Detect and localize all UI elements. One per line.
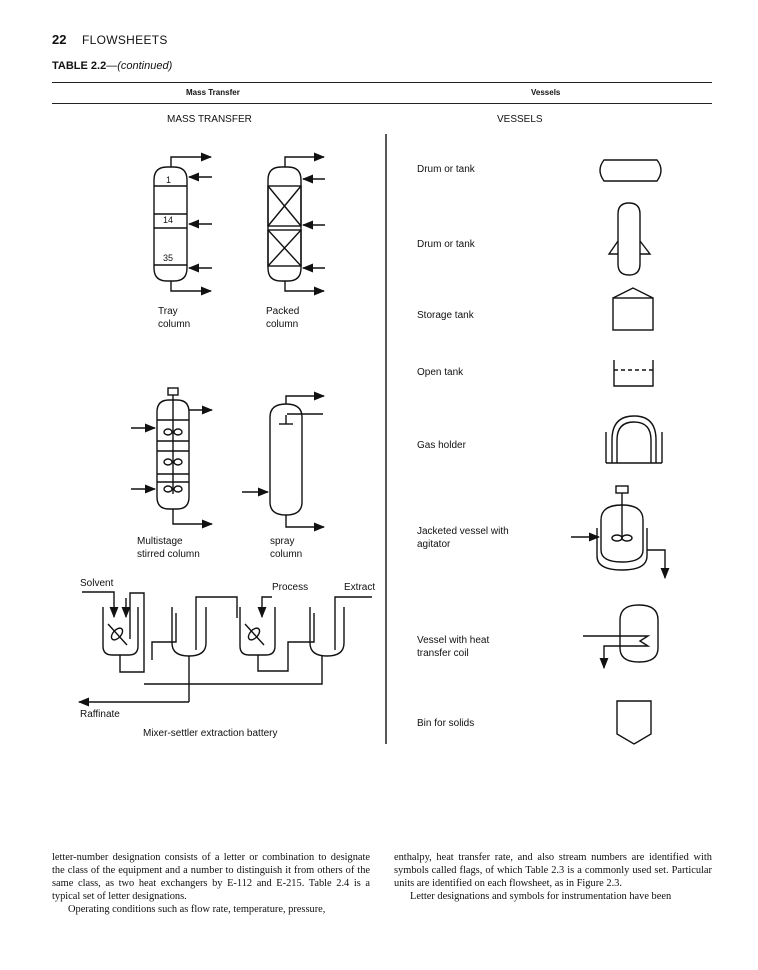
- jacketed-vessel-icon: [571, 485, 670, 580]
- process-label: Process: [272, 582, 309, 593]
- body-left-paragraph-2: Operating conditions such as flow rate, …: [68, 904, 326, 915]
- spray-column-label-line2: column: [270, 549, 303, 560]
- body-right-paragraph-2: Letter designations and symbols for inst…: [410, 891, 672, 902]
- raffinate-label: Raffinate: [80, 709, 120, 720]
- vessel-label-open-tank: Open tank: [417, 367, 464, 378]
- extract-label: Extract: [344, 582, 376, 593]
- table-header-rule: [52, 103, 712, 104]
- multistage-column-label: Multistage stirred column: [137, 535, 200, 561]
- vessel-label-drum-vertical: Drum or tank: [417, 239, 475, 250]
- table-title-number: TABLE 2.2: [52, 60, 107, 72]
- table-top-rule: [52, 82, 712, 83]
- spray-column-label: spray column: [270, 535, 302, 561]
- tray-column-icon: [153, 152, 213, 296]
- battery-caption: Mixer-settler extraction battery: [143, 728, 278, 739]
- vessels-heading: VESSELS: [497, 114, 543, 125]
- body-left-paragraph-1: letter-number designation consists of a …: [52, 852, 370, 902]
- multistage-column-label-line2: stirred column: [137, 549, 200, 560]
- spray-column-icon: [242, 391, 326, 532]
- packed-column-label-line2: column: [266, 319, 299, 330]
- body-right-paragraph-1: enthalpy, heat transfer rate, and also s…: [394, 852, 712, 889]
- vessel-label-bin: Bin for solids: [417, 718, 475, 729]
- vessel-label-drum-horizontal: Drum or tank: [417, 164, 475, 175]
- solvent-label: Solvent: [80, 578, 114, 589]
- packed-column-label: Packed column: [266, 305, 299, 331]
- open-tank-icon: [613, 360, 654, 387]
- gas-holder-icon: [605, 415, 663, 464]
- page-number: 22: [52, 32, 67, 47]
- table-title-continued: —(continued): [106, 60, 173, 72]
- packed-column-icon: [267, 152, 326, 296]
- horizontal-drum-icon: [599, 159, 662, 182]
- vessel-label-coil: Vessel with heat transfer coil: [417, 634, 489, 660]
- vessel-label-jacketed-line1: Jacketed vessel with: [417, 526, 509, 537]
- tray-column-label: Tray column: [158, 305, 190, 331]
- body-text-right: enthalpy, heat transfer rate, and also s…: [394, 851, 712, 903]
- table-title: TABLE 2.2—(continued): [52, 60, 172, 72]
- vessel-label-jacketed: Jacketed vessel with agitator: [417, 525, 509, 551]
- vessel-label-jacketed-line2: agitator: [417, 539, 451, 550]
- packed-column-label-line1: Packed: [266, 306, 300, 317]
- vessel-label-storage-tank: Storage tank: [417, 310, 474, 321]
- coil-vessel-icon: [583, 604, 659, 670]
- solids-bin-icon: [616, 700, 652, 745]
- vertical-drum-icon: [607, 202, 652, 276]
- vessel-label-gas-holder: Gas holder: [417, 440, 466, 451]
- mixer-settler-battery-icon: [77, 591, 372, 707]
- multistage-column-label-line1: Multistage: [137, 536, 183, 547]
- spray-column-label-line1: spray: [270, 536, 295, 547]
- vessel-label-coil-line1: Vessel with heat: [417, 635, 490, 646]
- tray-number-top: 1: [166, 175, 171, 185]
- tray-number-bottom: 35: [163, 253, 173, 263]
- section-title: FLOWSHEETS: [82, 33, 168, 47]
- mass-transfer-heading: MASS TRANSFER: [167, 114, 252, 125]
- multistage-stirred-column-icon: [131, 387, 214, 529]
- body-text-left: letter-number designation consists of a …: [52, 851, 370, 916]
- column-header-mass-transfer: Mass Transfer: [186, 88, 240, 97]
- tray-column-label-line1: Tray: [158, 306, 178, 317]
- vessel-label-coil-line2: transfer coil: [417, 648, 469, 659]
- storage-tank-icon: [612, 287, 654, 331]
- column-header-vessels: Vessels: [531, 88, 561, 97]
- tray-number-middle: 14: [163, 215, 173, 225]
- tray-column-label-line2: column: [158, 319, 191, 330]
